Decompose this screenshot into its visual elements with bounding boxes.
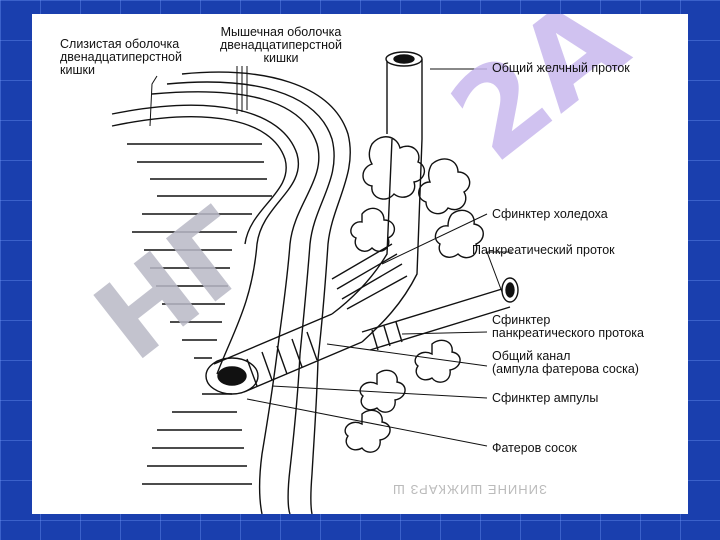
label-pancreatic-duct: Панкреатический проток bbox=[472, 243, 615, 257]
label-pancreatic-sphincter: Сфинктер панкреатического протока bbox=[492, 313, 644, 340]
mirrored-caption: ЗИНИНЕ ШИЖКАРЗ Ш bbox=[392, 482, 547, 497]
label-muscle: Мышечная оболочка двенадцатиперстной киш… bbox=[220, 25, 342, 65]
label-ampulla-sphincter: Сфинктер ампулы bbox=[492, 391, 599, 405]
anatomy-illustration bbox=[111, 51, 519, 514]
label-choledochus-sphincter: Сфинктер холедоха bbox=[492, 207, 608, 221]
label-common-bile-duct: Общий желчный проток bbox=[492, 61, 630, 75]
label-vater-papilla: Фатеров сосок bbox=[492, 441, 577, 455]
label-common-channel: Общий канал (ампула фатерова соска) bbox=[492, 349, 639, 376]
diagram-panel: НГ 2А Слизистая оболочка двенадцатиперст… bbox=[32, 14, 688, 514]
label-mucosa: Слизистая оболочка двенадцатиперстной ки… bbox=[60, 37, 182, 77]
